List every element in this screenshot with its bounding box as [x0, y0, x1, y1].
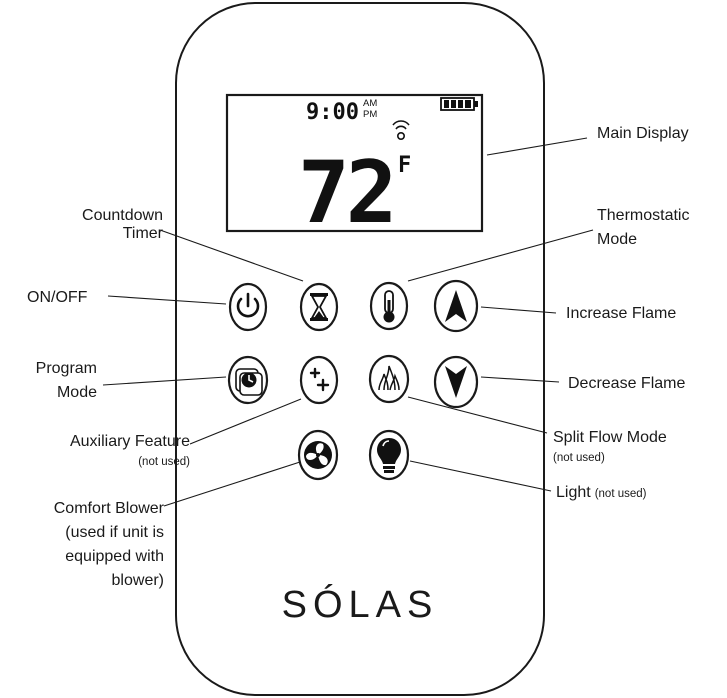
display-temperature: 72: [298, 143, 394, 243]
plus-plus-icon: [309, 367, 330, 392]
flame-icon: [378, 365, 400, 391]
light-bulb-icon: [377, 438, 401, 473]
leader-increase-flame: [480, 306, 557, 314]
label-countdown-timer-2: Timer: [123, 225, 164, 242]
light-button[interactable]: [368, 429, 410, 481]
label-program-mode-1: Program: [36, 360, 97, 377]
leader-decrease-flame: [480, 376, 560, 383]
label-auxiliary-feature: Auxiliary Feature: [70, 433, 190, 450]
label-split-flow-note: (not used): [553, 452, 605, 464]
label-main-display: Main Display: [597, 125, 689, 142]
split-flow-mode-button[interactable]: [368, 354, 410, 404]
leader-comfort-blower: [163, 461, 301, 507]
arrow-up-icon: [445, 290, 467, 322]
thermometer-icon: [383, 290, 395, 323]
lcd-display: 9:00 AM PM 72 F: [225, 93, 484, 243]
hourglass-icon: [310, 293, 328, 321]
comfort-blower-button[interactable]: [297, 429, 339, 481]
leader-on-off: [107, 295, 227, 305]
decrease-flame-button[interactable]: [433, 355, 479, 409]
label-thermostatic-mode-1: Thermostatic: [597, 207, 689, 224]
program-clock-icon: [235, 368, 263, 396]
increase-flame-button[interactable]: [433, 279, 479, 333]
label-comfort-blower-2: (used if unit is: [65, 524, 164, 541]
signal-icon: [392, 120, 410, 141]
display-unit: F: [398, 153, 411, 178]
label-countdown-timer-1: Countdown: [82, 207, 163, 224]
battery-icon: [440, 97, 478, 111]
leader-light: [409, 460, 552, 492]
label-decrease-flame: Decrease Flame: [568, 375, 685, 392]
brand-logo: SÓLAS: [282, 583, 439, 626]
display-pm: PM: [363, 109, 377, 120]
label-program-mode-2: Mode: [57, 384, 97, 401]
label-auxiliary-note: (not used): [138, 456, 190, 468]
program-mode-button[interactable]: [227, 355, 269, 405]
label-light-note: (not used): [595, 488, 647, 500]
label-thermostatic-mode-2: Mode: [597, 231, 637, 248]
display-time: 9:00: [306, 100, 359, 125]
label-comfort-blower-3: equipped with: [65, 548, 164, 565]
leader-countdown-timer: [159, 229, 304, 282]
arrow-down-icon: [445, 366, 467, 398]
display-am: AM: [363, 98, 377, 109]
leader-auxiliary-feature: [189, 398, 302, 445]
on-off-button[interactable]: [228, 282, 268, 332]
label-comfort-blower-4: blower): [112, 572, 164, 589]
leader-program-mode: [102, 376, 227, 386]
label-light: Light (not used): [556, 484, 647, 501]
label-comfort-blower-1: Comfort Blower: [54, 500, 165, 517]
countdown-timer-button[interactable]: [299, 282, 339, 332]
label-split-flow-mode: Split Flow Mode: [553, 429, 667, 446]
auxiliary-feature-button[interactable]: [299, 355, 339, 405]
leader-thermostatic-mode: [407, 229, 594, 282]
label-increase-flame: Increase Flame: [566, 305, 676, 322]
thermostatic-mode-button[interactable]: [369, 281, 409, 331]
power-icon: [236, 292, 260, 318]
leader-split-flow-mode: [407, 396, 548, 434]
label-on-off: ON/OFF: [27, 289, 88, 306]
label-light-text: Light: [556, 484, 591, 501]
leader-main-display: [486, 137, 588, 156]
fan-icon: [304, 441, 332, 469]
